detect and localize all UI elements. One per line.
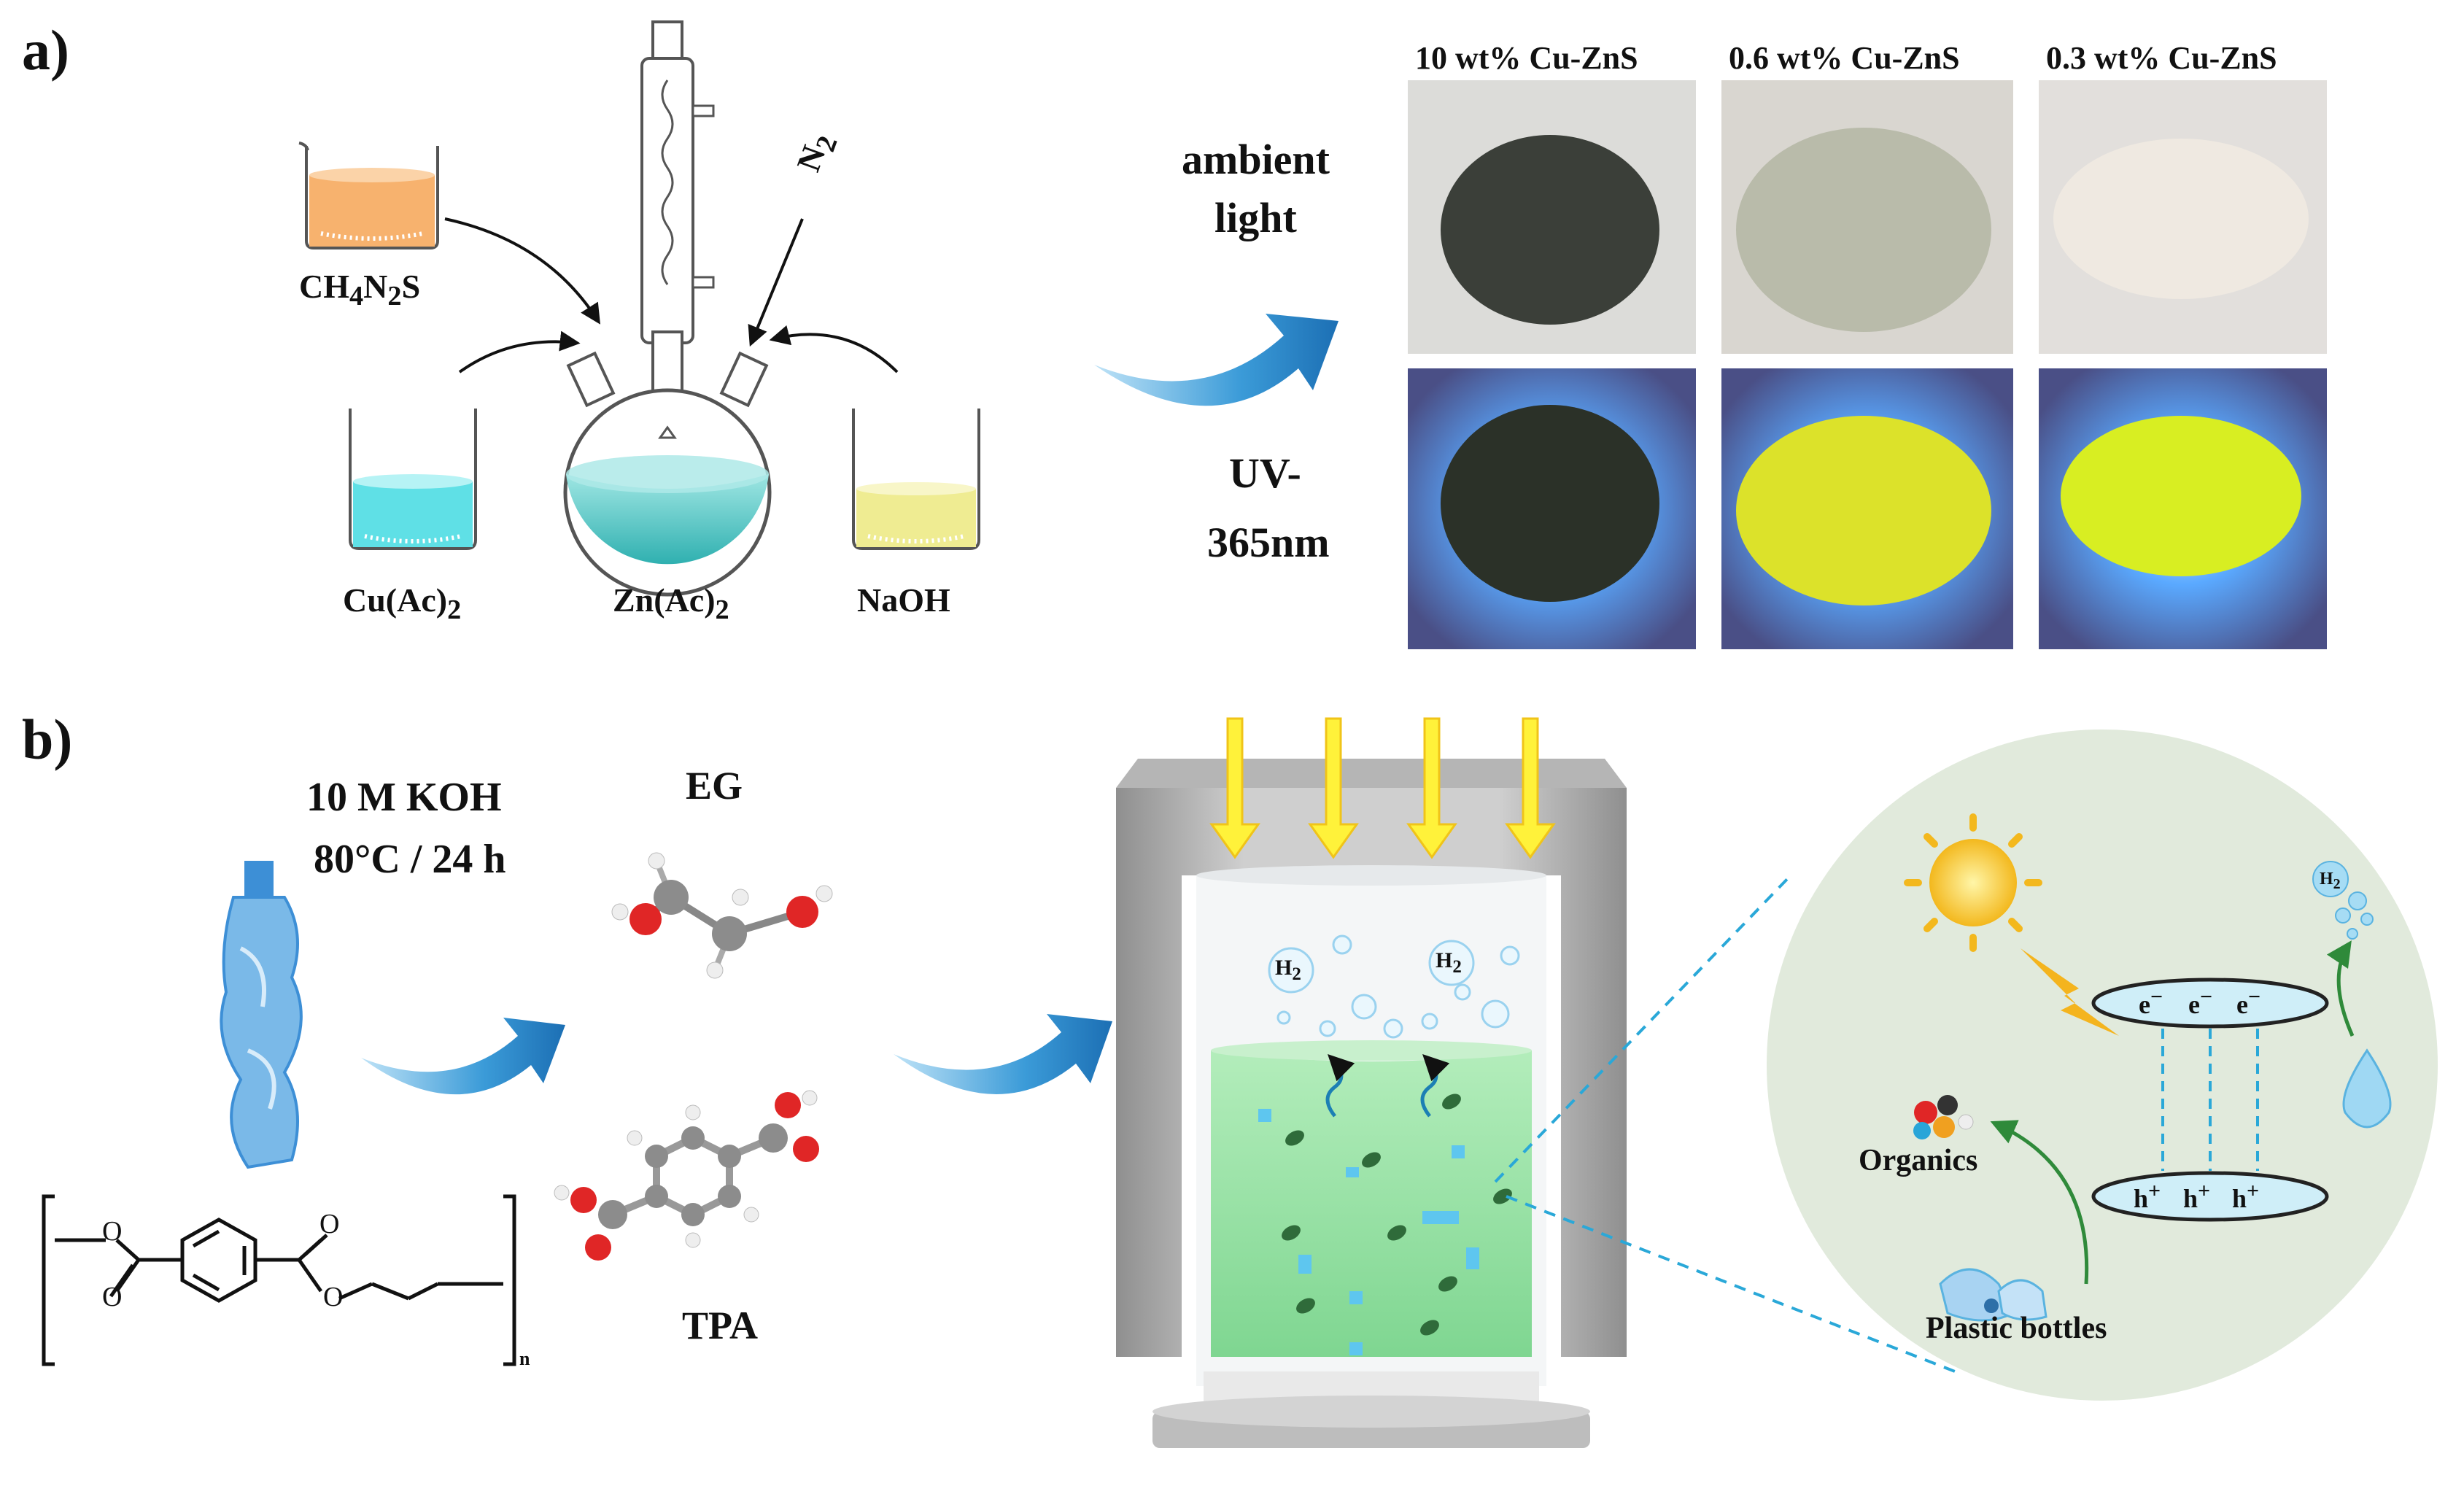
- arrow-thiourea-to-flask: [444, 217, 601, 325]
- organics-molecule-icon: [1913, 1095, 1974, 1139]
- panel-label-b: b): [22, 708, 73, 771]
- product-tpa: TPA: [682, 1304, 758, 1347]
- label-plastic-bottles: Plastic bottles: [1926, 1312, 2107, 1345]
- row-label-light: light: [1214, 194, 1297, 241]
- row-label-365nm: 365nm: [1207, 519, 1330, 566]
- blue-process-arrow-a: [1094, 314, 1338, 406]
- powder-06wt-ambient: [1736, 128, 1991, 332]
- condition-temp-time: 80°C / 24 h: [314, 837, 506, 882]
- tpa-molecule: [554, 1090, 819, 1261]
- three-neck-flask: [563, 20, 772, 597]
- label-zn-acetate: Zn(Ac)2: [613, 581, 729, 626]
- mechanism-h2-label: H2: [2320, 870, 2341, 892]
- reactor-h2-right: H2: [1436, 948, 1462, 977]
- label-thiourea: CH4N2S: [299, 268, 421, 312]
- light-arrows: [1209, 717, 1556, 859]
- sample-header-06wt: 0.6 wt% Cu-ZnS: [1729, 40, 1960, 76]
- arrow-naoh-to-flask: [769, 325, 899, 374]
- eg-molecule: [611, 852, 833, 979]
- row-label-uv: UV-: [1229, 449, 1301, 497]
- arrow-water-to-h2: [2326, 940, 2355, 1037]
- valence-band: [2091, 1171, 2329, 1222]
- pet-oxygen-1: O: [102, 1216, 122, 1247]
- label-naoh: NaOH: [857, 581, 950, 619]
- pet-structure: [42, 1194, 516, 1366]
- panel-label-a: a): [22, 18, 69, 82]
- arrow-n2-to-flask: [748, 218, 804, 347]
- sample-header-10wt: 10 wt% Cu-ZnS: [1415, 40, 1638, 76]
- callout-line-top: [1494, 874, 1792, 1183]
- reactor-h2-left: H2: [1275, 956, 1301, 984]
- beaker-cu-acetate: [349, 409, 477, 550]
- blue-arrow-hydrolysis: [361, 1018, 565, 1095]
- beaker-thiourea: [298, 142, 439, 249]
- mechanism-circle: [1767, 729, 2438, 1401]
- polymer-repeat-n: n: [519, 1348, 530, 1369]
- crushed-pet-bottle: [220, 861, 303, 1169]
- conduction-band: [2091, 978, 2329, 1029]
- sample-header-03wt: 0.3 wt% Cu-ZnS: [2046, 40, 2277, 76]
- electron-1: e−: [2139, 985, 2163, 1019]
- photoreactor: [1116, 759, 1627, 1448]
- powder-10wt-uv: [1441, 405, 1659, 602]
- pet-oxygen-2: O: [102, 1282, 122, 1312]
- plastic-bottles-icon: [1939, 1268, 2047, 1322]
- row-label-ambient: ambient: [1182, 136, 1330, 183]
- powder-03wt-uv: [2061, 416, 2301, 576]
- h2-bubbles-icon: [2312, 861, 2374, 940]
- hole-3: h+: [2232, 1179, 2260, 1213]
- powder-10wt-ambient: [1441, 135, 1659, 325]
- electron-3: e−: [2236, 985, 2261, 1019]
- photo-grid: [1408, 80, 2327, 649]
- powder-06wt-uv: [1736, 416, 1991, 605]
- condition-koh: 10 M KOH: [306, 775, 502, 820]
- label-organics: Organics: [1859, 1144, 1978, 1177]
- blue-arrow-to-reactor: [894, 1014, 1112, 1094]
- powder-03wt-ambient: [2053, 139, 2309, 299]
- pet-oxygen-3: O: [319, 1209, 339, 1239]
- arrow-plastic-to-organics: [1990, 1120, 2089, 1285]
- product-eg: EG: [686, 764, 743, 808]
- arrow-cu-to-flask: [458, 330, 581, 374]
- lightning-icon: [2021, 948, 2119, 1036]
- hole-1: h+: [2134, 1179, 2161, 1213]
- hole-2: h+: [2183, 1179, 2211, 1213]
- water-drop-icon: [2342, 1048, 2392, 1129]
- label-cu-acetate: Cu(Ac)2: [343, 581, 462, 626]
- electron-2: e−: [2188, 985, 2213, 1019]
- sun-icon: [1904, 813, 2042, 952]
- beaker-naoh: [852, 409, 980, 550]
- pet-oxygen-4: O: [323, 1282, 343, 1312]
